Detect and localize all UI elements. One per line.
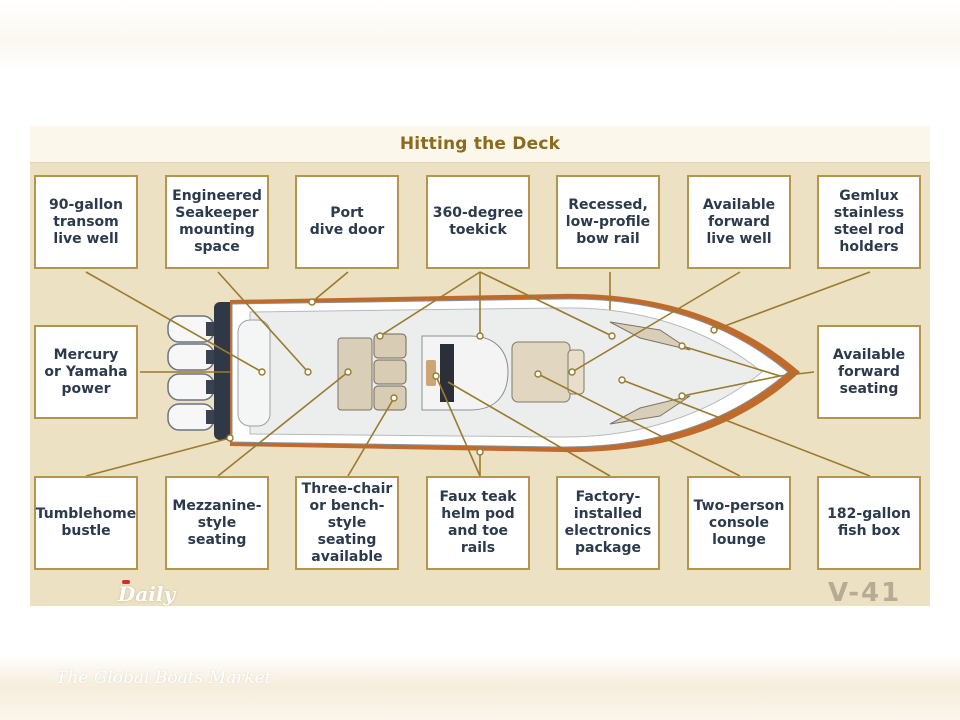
callout-seakeeper-space: Engineered Seakeeper mounting space [165,175,269,269]
watermark: The Global Boats Market [56,668,272,688]
callout-port-dive-door: Port dive door [295,175,399,269]
electronics-display [440,344,454,402]
callout-label: Faux teak helm pod and toe rails [439,489,517,556]
callout-fish-box: 182-gallon fish box [817,476,921,570]
forward-seat-port [609,321,691,351]
callout-label: Three-chair or bench- style seating avai… [301,480,393,565]
callout-label: Engineered Seakeeper mounting space [172,188,262,255]
callout-label: Two-person console lounge [693,497,785,548]
callout-electronics: Factory- installed electronics package [556,476,660,570]
callout-power: Mercury or Yamaha power [34,325,138,419]
callout-three-chair: Three-chair or bench- style seating avai… [295,476,399,570]
model-label: V-41 [828,578,902,608]
bottom-fade-background [0,655,960,720]
mezzanine-seat [337,337,373,411]
callout-toekick: 360-degree toekick [426,175,530,269]
callout-transom-live-well: 90-gallon transom live well [34,175,138,269]
daily-logo: Daily [118,582,176,606]
callout-forward-live-well: Available forward live well [687,175,791,269]
helm-chairs [373,333,407,411]
diagram-title: Hitting the Deck [399,134,561,154]
panel-header: Hitting the Deck [30,126,930,163]
callout-label: Available forward live well [702,196,776,247]
callout-label: Factory- installed electronics package [564,489,652,556]
callout-label: Tumblehome bustle [35,506,137,539]
callout-label: Mezzanine- style seating [172,497,262,548]
callout-tumblehome: Tumblehome bustle [34,476,138,570]
logo-mark-icon [122,580,130,584]
callout-label: Available forward seating [832,346,906,397]
callout-label: Recessed, low-profile bow rail [565,196,651,247]
leader-lines [85,271,871,477]
callout-console-lounge: Two-person console lounge [687,476,791,570]
callout-mezzanine: Mezzanine- style seating [165,476,269,570]
callout-helm-pod: Faux teak helm pod and toe rails [426,476,530,570]
callout-label: Mercury or Yamaha power [44,346,128,397]
transom-well [237,319,271,427]
callout-label: 360-degree toekick [432,205,524,238]
callout-label: 90-gallon transom live well [49,196,123,247]
callout-forward-seating: Available forward seating [817,325,921,419]
top-fade-background [0,0,960,70]
outboard-engines [167,315,220,431]
forward-seat-starboard [609,395,691,425]
callout-rod-holders: Gemlux stainless steel rod holders [817,175,921,269]
callout-label: Gemlux stainless steel rod holders [833,188,905,255]
helm-pod [426,360,436,386]
callout-label: Port dive door [309,205,385,238]
leader-points [226,298,718,456]
callout-label: 182-gallon fish box [827,506,911,539]
callout-bow-rail: Recessed, low-profile bow rail [556,175,660,269]
